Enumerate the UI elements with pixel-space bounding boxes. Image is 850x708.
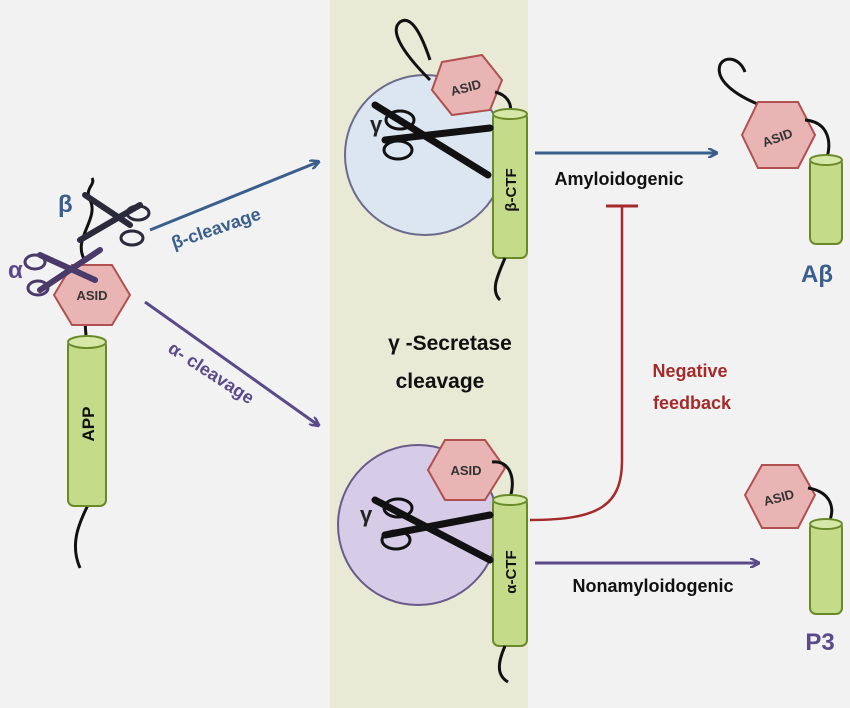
alpha-ctf-tail-bottom: [497, 645, 509, 684]
negative-feedback-line: [529, 206, 624, 522]
app-protein: APP ASID: [52, 177, 132, 569]
alpha-ctf-cylinder-cap: [492, 494, 528, 506]
alpha-cleavage-arrow: [144, 300, 318, 425]
alpha-ctf-linker: [491, 460, 514, 499]
alpha-site-label: α: [8, 257, 23, 284]
gamma-symbol-top: γ: [370, 112, 383, 137]
beta-site-label: β: [58, 191, 73, 218]
alpha-ctf-asid-label: ASID: [450, 463, 481, 478]
beta-ctf-asid-domain: [430, 53, 504, 117]
gamma-secretase-complex-top: ASID β-CTF γ: [344, 18, 528, 302]
gamma-secretase-complex-bottom: ASID α-CTF γ: [337, 439, 528, 684]
gamma-symbol-bottom: γ: [360, 502, 373, 527]
p3-asid-domain: [743, 464, 817, 529]
app-asid-label: ASID: [76, 288, 107, 303]
p3-cylinder: [809, 521, 843, 615]
gamma-scissors-icon-bottom: [371, 496, 494, 564]
amyloidogenic-label: Amyloidogenic: [554, 169, 683, 189]
beta-ctf-label: β-CTF: [503, 168, 520, 211]
beta-ctf-tail-bottom: [493, 257, 507, 302]
gamma-scissors-icon-top: [371, 101, 494, 179]
beta-ctf-cylinder-cap: [492, 108, 528, 120]
beta-cleavage-label: β-cleavage: [169, 204, 263, 253]
app-asid-domain: [52, 264, 132, 326]
app-cylinder-cap: [67, 335, 107, 349]
alpha-scissors-icon: [23, 247, 103, 297]
alpha-ctf-label: α-CTF: [503, 550, 520, 593]
gamma-secretase-title-line1: γ -Secretase: [388, 332, 512, 355]
abeta-label: Aβ: [801, 261, 833, 288]
p3-product: ASID P3: [743, 464, 843, 656]
beta-cleavage-arrow: [149, 162, 318, 232]
nonamyloidogenic-label: Nonamyloidogenic: [572, 576, 733, 596]
right-panel: [528, 0, 850, 708]
p3-cylinder-cap: [809, 518, 843, 530]
app-label: APP: [79, 407, 98, 442]
abeta-cylinder-cap: [809, 154, 843, 166]
negative-feedback-label-line1: Negative: [652, 361, 727, 381]
abeta-cylinder: [809, 157, 843, 245]
alpha-ctf-asid-domain: [426, 439, 507, 501]
gamma-secretase-title-line2: cleavage: [396, 370, 485, 393]
abeta-asid-domain: [740, 101, 817, 169]
abeta-product: ASID Aβ: [717, 57, 843, 288]
beta-ctf-tail-top: [394, 18, 432, 82]
p3-label: P3: [805, 629, 834, 656]
abeta-tail: [717, 57, 761, 107]
negative-feedback-label-line2: feedback: [653, 393, 732, 413]
beta-scissors-icon: [77, 192, 151, 247]
app-tail-bottom: [73, 504, 90, 569]
app-tail-top: [79, 177, 95, 263]
